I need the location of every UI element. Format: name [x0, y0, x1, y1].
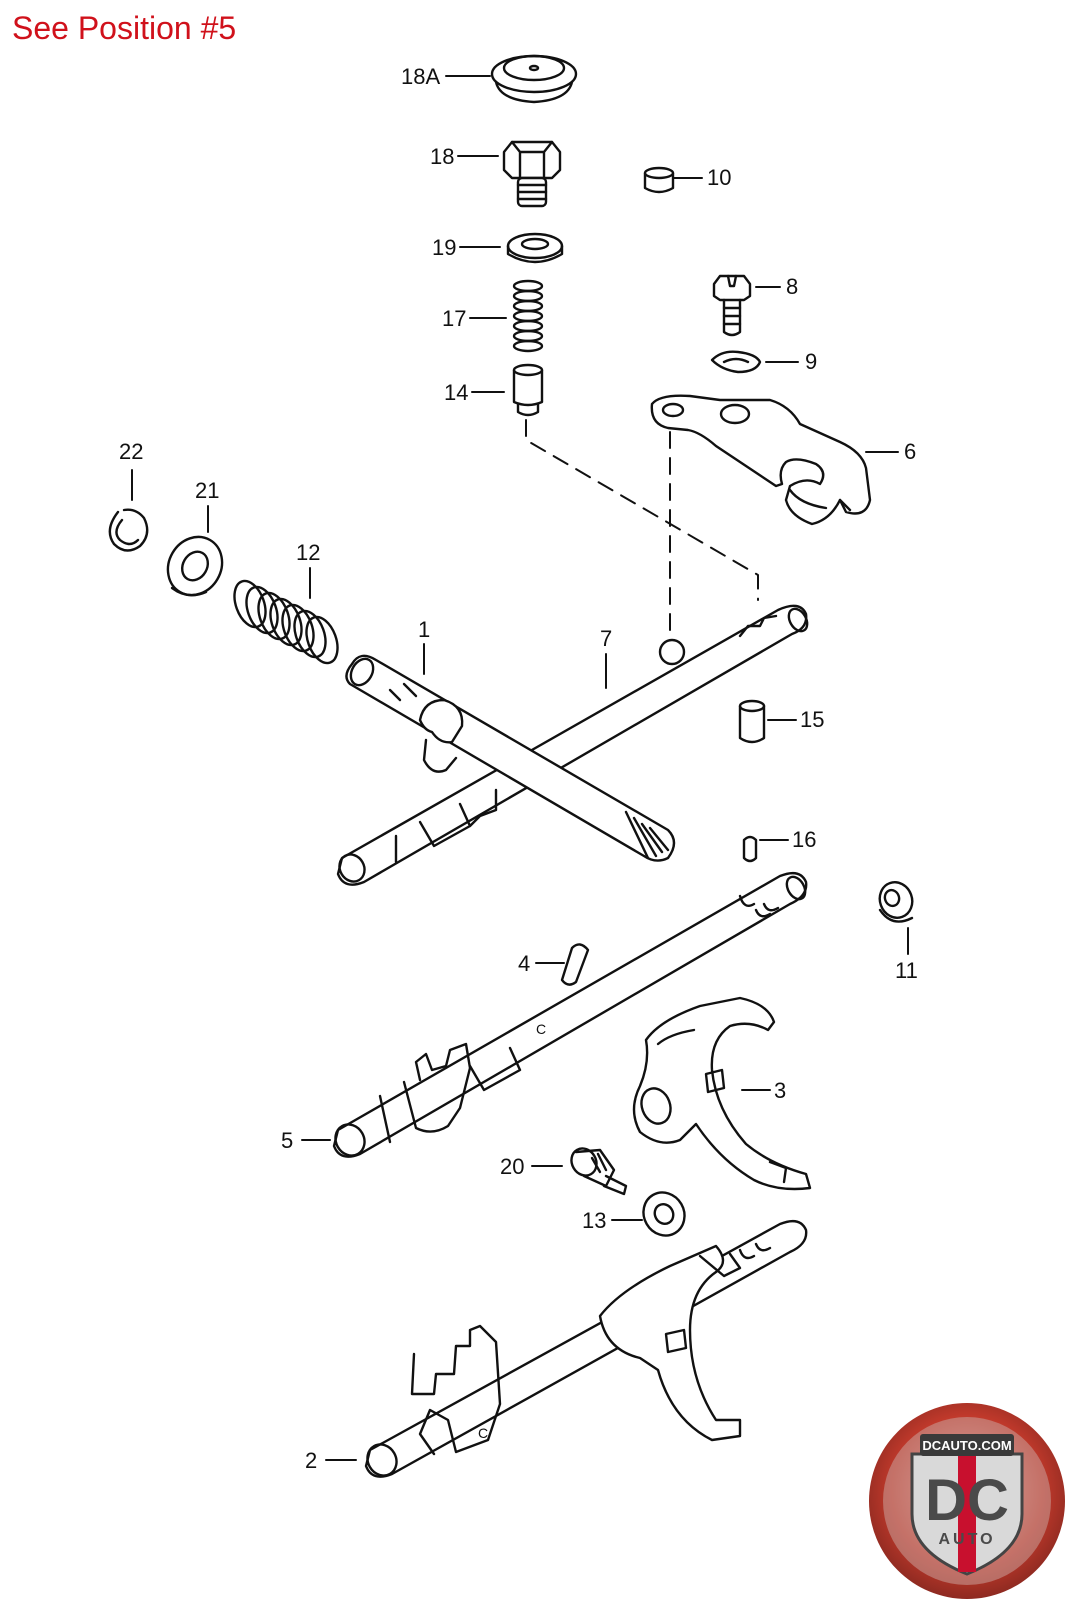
part-4-rollpin: [560, 943, 590, 986]
callout-19: 19: [432, 235, 457, 260]
part-7-rod: [336, 604, 809, 886]
part-14-plunger: [512, 363, 544, 417]
callout-6: 6: [904, 439, 917, 464]
part-1-shaft: [345, 654, 676, 862]
logo-monogram: DC: [925, 1468, 1009, 1533]
header-note: See Position #5: [12, 10, 237, 46]
callout-5: 5: [281, 1128, 294, 1153]
svg-text:C: C: [478, 1425, 488, 1441]
part-12-spring: [233, 579, 339, 665]
callout-15: 15: [800, 707, 825, 732]
callout-10: 10: [707, 165, 732, 190]
part-22-circlip: [108, 508, 149, 552]
svg-text:C: C: [536, 1021, 546, 1037]
callout-20: 20: [500, 1154, 525, 1179]
part-13-seal: [642, 1191, 686, 1237]
part-17-spring: [512, 279, 544, 353]
logo-site: DCAUTO.COM: [922, 1438, 1011, 1453]
part-8-bolt: [712, 274, 752, 337]
part-20-plug: [570, 1147, 628, 1196]
callout-7: 7: [600, 626, 613, 651]
part-21-washer: [166, 535, 224, 597]
part-6-fork: [650, 394, 872, 526]
callout-13: 13: [582, 1208, 607, 1233]
callout-16: 16: [792, 827, 817, 852]
callout-22: 22: [119, 439, 144, 464]
callout-14: 14: [444, 380, 469, 405]
callout-18: 18: [430, 144, 455, 169]
part-18a-cap: [490, 54, 578, 104]
callout-4: 4: [518, 951, 531, 976]
callout-8: 8: [786, 274, 799, 299]
callout-17: 17: [442, 306, 467, 331]
callout-11: 11: [895, 958, 918, 983]
logo-tagline: AUTO: [938, 1531, 995, 1548]
callout-1: 1: [418, 617, 431, 642]
part-3-fork: [632, 996, 812, 1191]
callout-12: 12: [296, 540, 321, 565]
part-18-plug: [502, 140, 562, 208]
callout-21: 21: [195, 478, 220, 503]
part-2-rod: C: [364, 1219, 808, 1478]
part-19-ring: [506, 232, 564, 264]
part-10-sleeve: [643, 166, 675, 194]
part-11-bush: [878, 881, 914, 923]
leader-lines: [131, 75, 909, 1461]
assembly-guide-lines: [525, 419, 759, 641]
part-5-rod: C: [332, 871, 808, 1158]
callout-3: 3: [774, 1078, 787, 1103]
callout-2: 2: [305, 1448, 318, 1473]
callout-9: 9: [805, 349, 818, 374]
dcauto-logo: DCAUTO.COM DC AUTO: [869, 1403, 1065, 1599]
part-16-pin: [742, 835, 758, 863]
part-15-pin: [738, 699, 766, 744]
part-9-lockplate: [710, 350, 762, 374]
callout-18a: 18A: [401, 64, 441, 89]
